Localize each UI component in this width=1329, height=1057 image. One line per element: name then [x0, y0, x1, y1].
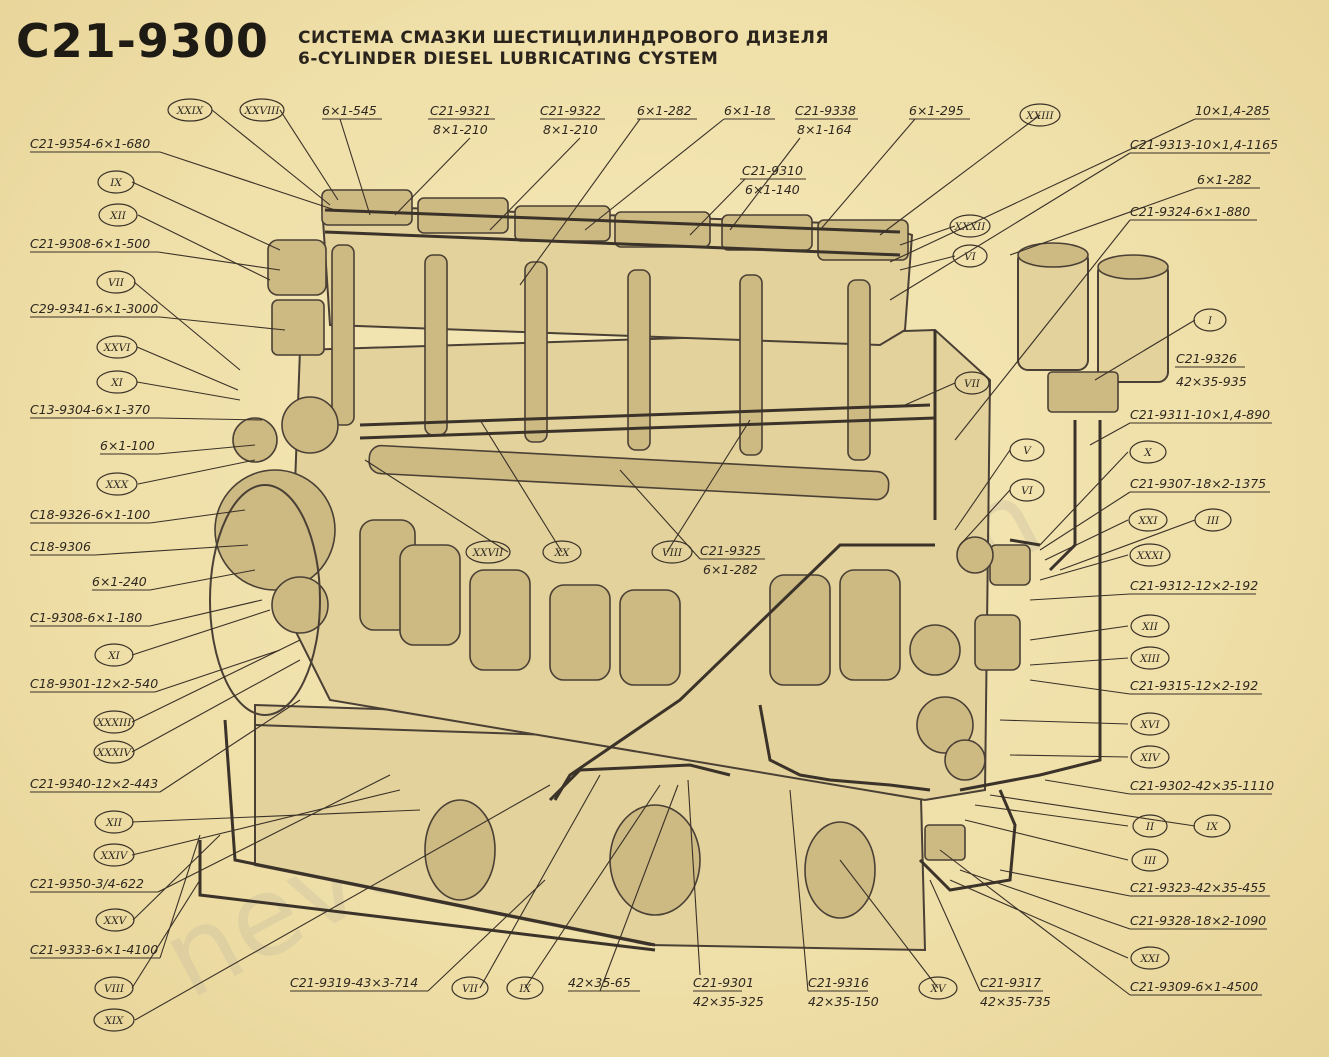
part-label: 6×1-282 [703, 562, 758, 577]
part-label: 42×35-935 [1176, 374, 1247, 389]
part-label: 6×1-240 [92, 574, 147, 589]
callout-numeral: XXV [103, 915, 128, 927]
callout-numeral: II [1145, 821, 1155, 833]
title-english: 6-CYLINDER DIESEL LUBRICATING CYSTEM [298, 49, 719, 69]
leader-lines [30, 109, 1272, 1021]
part-label: C21-9309-6×1-4500 [1130, 979, 1258, 994]
part-label: C21-9321 [430, 103, 491, 118]
callout-numeral: XII [105, 817, 123, 829]
callout-numeral: III [1206, 515, 1220, 527]
part-label: C21-9315-12×2-192 [1130, 678, 1258, 693]
callout-numeral: IX [518, 983, 531, 995]
callout-numeral: XXXI [1136, 550, 1164, 562]
part-label: 42×35-150 [808, 994, 879, 1009]
callout-numeral: XXXIV [96, 747, 133, 759]
part-label: C29-9341-6×1-3000 [30, 301, 158, 316]
callout-numeral: VIII [104, 983, 125, 995]
callout-numeral: VI [1021, 485, 1034, 497]
part-labels: C21-9354-6×1-680 C21-9308-6×1-500 C29-93… [30, 103, 1278, 1009]
callout-numeral: XXVII [472, 547, 505, 559]
callout-numeral: XXIV [100, 850, 129, 862]
callout-numeral: XXXIII [96, 717, 133, 729]
callout-numeral: IX [109, 177, 122, 189]
callout-numeral: XVI [1139, 719, 1160, 731]
part-label: C21-9312-12×2-192 [1130, 578, 1258, 593]
part-label: C18-9326-6×1-100 [30, 507, 150, 522]
part-label: C21-9316 [808, 975, 869, 990]
part-label: 6×1-295 [909, 103, 964, 118]
part-label: 6×1-282 [637, 103, 692, 118]
callout-numeral: VII [462, 983, 479, 995]
part-label: 6×1-140 [745, 182, 800, 197]
part-label: C21-9338 [795, 103, 856, 118]
part-label: 6×1-282 [1197, 172, 1252, 187]
engine-drawing [198, 189, 1169, 952]
part-label: 10×1,4-285 [1195, 103, 1270, 118]
callout-numeral: XI [107, 650, 120, 662]
callout-numeral: XXVI [103, 342, 132, 354]
part-label: C21-9302-42×35-1110 [1130, 778, 1274, 793]
callout-numeral: XII [109, 210, 127, 222]
part-label: 8×1-210 [543, 122, 598, 137]
part-label: C21-9325 [700, 543, 761, 558]
callout-numeral: I [1207, 315, 1213, 327]
part-label: C21-9307-18×2-1375 [1130, 476, 1266, 491]
part-label: 6×1-100 [100, 438, 155, 453]
callout-numeral: VIII [662, 547, 683, 559]
callout-circles: XXIX XXVIII XXIII IX XII VII XXVI XI XXX… [93, 98, 1232, 1032]
callout-numeral: XV [929, 983, 946, 995]
callout-numeral: VII [108, 277, 125, 289]
part-label: 42×35-325 [693, 994, 764, 1009]
callout-numeral: III [1143, 855, 1157, 867]
callout-numeral: XIX [103, 1015, 124, 1027]
drawing-code: C21-9300 [16, 14, 269, 68]
callout-numeral: XX [554, 547, 570, 559]
title-russian: СИСТЕМА СМАЗКИ ШЕСТИЦИЛИНДРОВОГО ДИЗЕЛЯ [298, 28, 829, 48]
callout-numeral: VII [964, 378, 981, 390]
callout-numeral: XI [110, 377, 123, 389]
callout-numeral: IX [1205, 821, 1218, 833]
part-label: C21-9317 [980, 975, 1041, 990]
part-label: C21-9340-12×2-443 [30, 776, 158, 791]
callout-numeral: XIV [1139, 752, 1161, 764]
part-label: 8×1-210 [433, 122, 488, 137]
part-label: C21-9333-6×1-4100 [30, 942, 158, 957]
part-label: 8×1-164 [797, 122, 852, 137]
part-label: C21-9354-6×1-680 [30, 136, 150, 151]
part-label: C13-9304-6×1-370 [30, 402, 150, 417]
part-label: 42×35-735 [980, 994, 1051, 1009]
callout-numeral: XXVIII [244, 105, 281, 117]
part-label: C21-9311-10×1,4-890 [1130, 407, 1270, 422]
part-label: C21-9319-43×3-714 [290, 975, 418, 990]
callout-numeral: XXIX [176, 105, 204, 117]
part-label: 6×1-545 [322, 103, 377, 118]
callout-numeral: X [1143, 447, 1152, 459]
part-label: C18-9301-12×2-540 [30, 676, 158, 691]
part-label: C21-9326 [1176, 351, 1237, 366]
callout-numeral: XXI [1139, 953, 1160, 965]
callout-numeral: XXXII [954, 221, 987, 233]
callout-numeral: XIII [1139, 653, 1161, 665]
part-label: C21-9328-18×2-1090 [1130, 913, 1266, 928]
callout-numeral: V [1023, 445, 1032, 457]
callout-numeral: XXI [1137, 515, 1158, 527]
part-label: C21-9323-42×35-455 [1130, 880, 1266, 895]
part-label: C21-9308-6×1-500 [30, 236, 150, 251]
part-label: C21-9310 [742, 163, 803, 178]
callout-numeral: XXIII [1025, 110, 1054, 122]
part-label: C21-9322 [540, 103, 601, 118]
callout-numeral: VI [964, 251, 977, 263]
part-label: 6×1-18 [724, 103, 771, 118]
callout-numeral: XXX [105, 479, 129, 491]
part-label: C18-9306 [30, 539, 91, 554]
callout-numeral: XII [1141, 621, 1159, 633]
part-label: C1-9308-6×1-180 [30, 610, 142, 625]
part-label: C21-9301 [693, 975, 754, 990]
part-label: C21-9313-10×1,4-1165 [1130, 137, 1278, 152]
part-label: C21-9324-6×1-880 [1130, 204, 1250, 219]
part-label: C21-9350-3/4-622 [30, 876, 144, 891]
part-label: 42×35-65 [568, 975, 631, 990]
